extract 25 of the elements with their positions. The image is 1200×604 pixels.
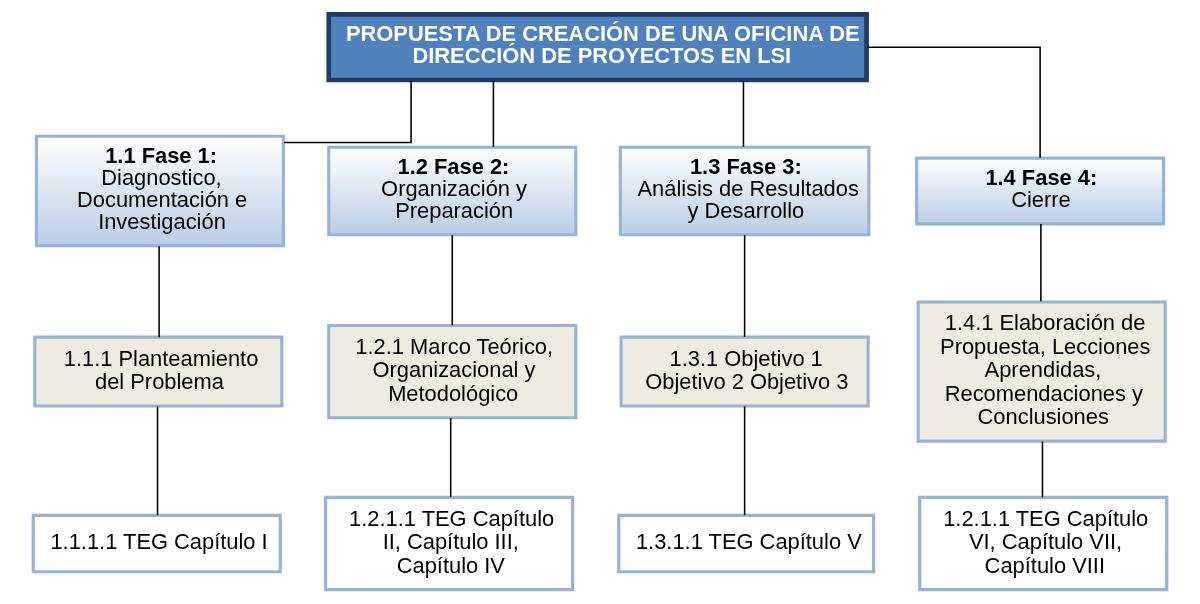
connector: [492, 79, 495, 148]
connector: [158, 245, 160, 338]
connector: [451, 234, 454, 327]
node-box: 1.3.1.1 TEG Capítulo V: [617, 513, 876, 574]
node-box: 1.3 Fase 3: Análisis de Resultados y Desarrollo: [618, 145, 871, 237]
connector: [283, 79, 412, 144]
connector: [866, 46, 1041, 159]
node-box: 1.4 Fase 4: Cierre: [915, 156, 1166, 226]
node-box: 1.2.1 Marco Teórico, Organizacional y Metodológico: [327, 323, 578, 420]
connector: [742, 79, 745, 148]
node-box: 1.1.1 Planteamiento del Problema: [33, 335, 284, 408]
node-box: 1.2 Fase 2: Organización y Preparación: [327, 145, 578, 237]
connector: [449, 417, 452, 498]
connector: [743, 234, 746, 338]
node-box: 1.4.1 Elaboración de Propuesta, Lecciones Aprendidas, Recomendaciones y Conclusiones: [916, 300, 1167, 443]
connector: [743, 405, 746, 516]
node-box: 1.1.1.1 TEG Capítulo I: [31, 513, 282, 574]
node-box: PROPUESTA DE CREACIÓN DE UNA OFICINA DE DIRECCIÓN DE PROYECTOS EN LSI: [326, 12, 869, 83]
node-box: 1.2.1.1 TEG Capítulo VI, Capítulo VII, Capítulo VIII: [918, 495, 1169, 592]
node-box: 1.2.1.1 TEG Capítulo II, Capítulo III, Capítulo IV: [324, 495, 575, 592]
connector: [1040, 223, 1042, 303]
connector: [156, 405, 159, 516]
node-box: 1.1 Fase 1: Diagnostico, Documentación e Investigación: [34, 134, 285, 248]
node-box: 1.3.1 Objetivo 1 Objetivo 2 Objetivo 3: [619, 335, 870, 408]
connector: [1041, 440, 1044, 499]
